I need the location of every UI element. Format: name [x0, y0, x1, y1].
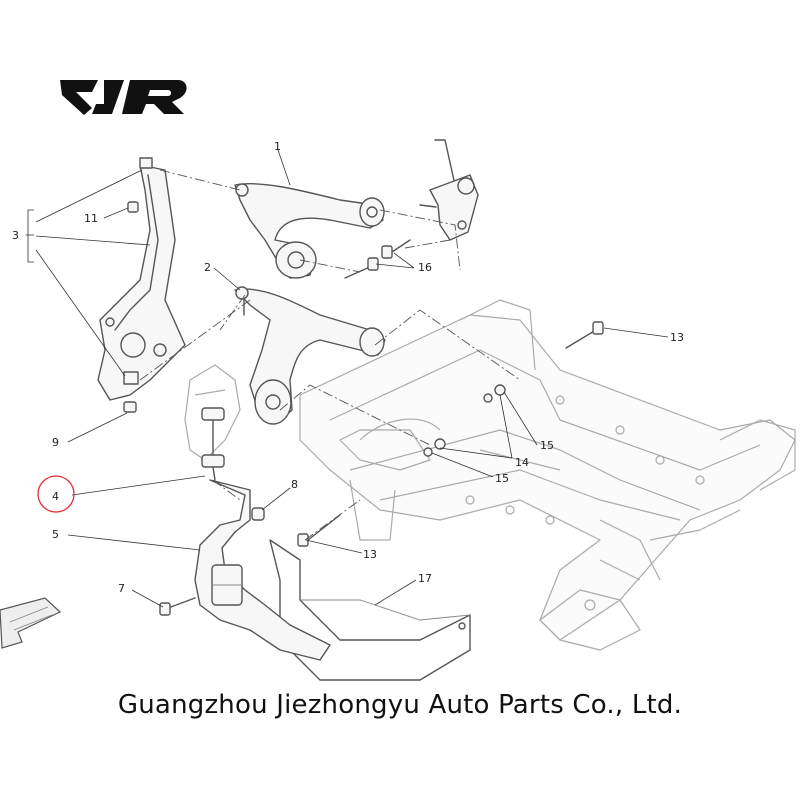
callout-14: 14 — [515, 456, 529, 469]
callout-7: 7 — [118, 582, 125, 595]
callout-3: 3 — [12, 229, 19, 242]
lower-control-arm — [234, 286, 386, 425]
stabilizer-link — [201, 407, 225, 481]
height-sensor — [419, 139, 479, 241]
upper-control-arm — [234, 182, 385, 279]
callout-11: 11 — [84, 212, 98, 225]
callout-17: 17 — [418, 572, 432, 585]
bolt-7 — [159, 597, 196, 616]
company-name: Guangzhou Jiezhongyu Auto Parts Co., Ltd… — [117, 690, 683, 720]
callout-13b: 13 — [363, 548, 377, 561]
callout-15b: 15 — [495, 472, 509, 485]
callout-13a: 13 — [670, 331, 684, 344]
bolt-13-lower — [297, 514, 341, 547]
front-direction-arrow — [0, 597, 62, 649]
callout-1: 1 — [274, 140, 281, 153]
callout-8: 8 — [291, 478, 298, 491]
highlight-circle-4 — [37, 475, 75, 513]
nut-11 — [127, 201, 139, 213]
brand-logo — [60, 80, 187, 115]
bolt-13-upper — [565, 321, 604, 349]
leader-lines — [26, 149, 669, 608]
callout-15a: 15 — [540, 439, 554, 452]
skid-plate-bracket — [269, 539, 471, 681]
nut-8 — [251, 507, 265, 521]
callout-16: 16 — [418, 261, 432, 274]
subframe — [299, 299, 796, 651]
callout-2: 2 — [204, 261, 211, 274]
callout-9: 9 — [52, 436, 59, 449]
callout-5: 5 — [52, 528, 59, 541]
assembly-lines — [139, 169, 521, 541]
bolt-16a — [344, 257, 379, 279]
bolt-16b — [381, 239, 411, 259]
stabilizer-bar — [194, 479, 331, 661]
callout-4: 4 — [52, 490, 59, 503]
nut-9 — [123, 401, 137, 413]
shock-lower-mount — [184, 364, 241, 461]
steering-knuckle — [97, 157, 186, 401]
